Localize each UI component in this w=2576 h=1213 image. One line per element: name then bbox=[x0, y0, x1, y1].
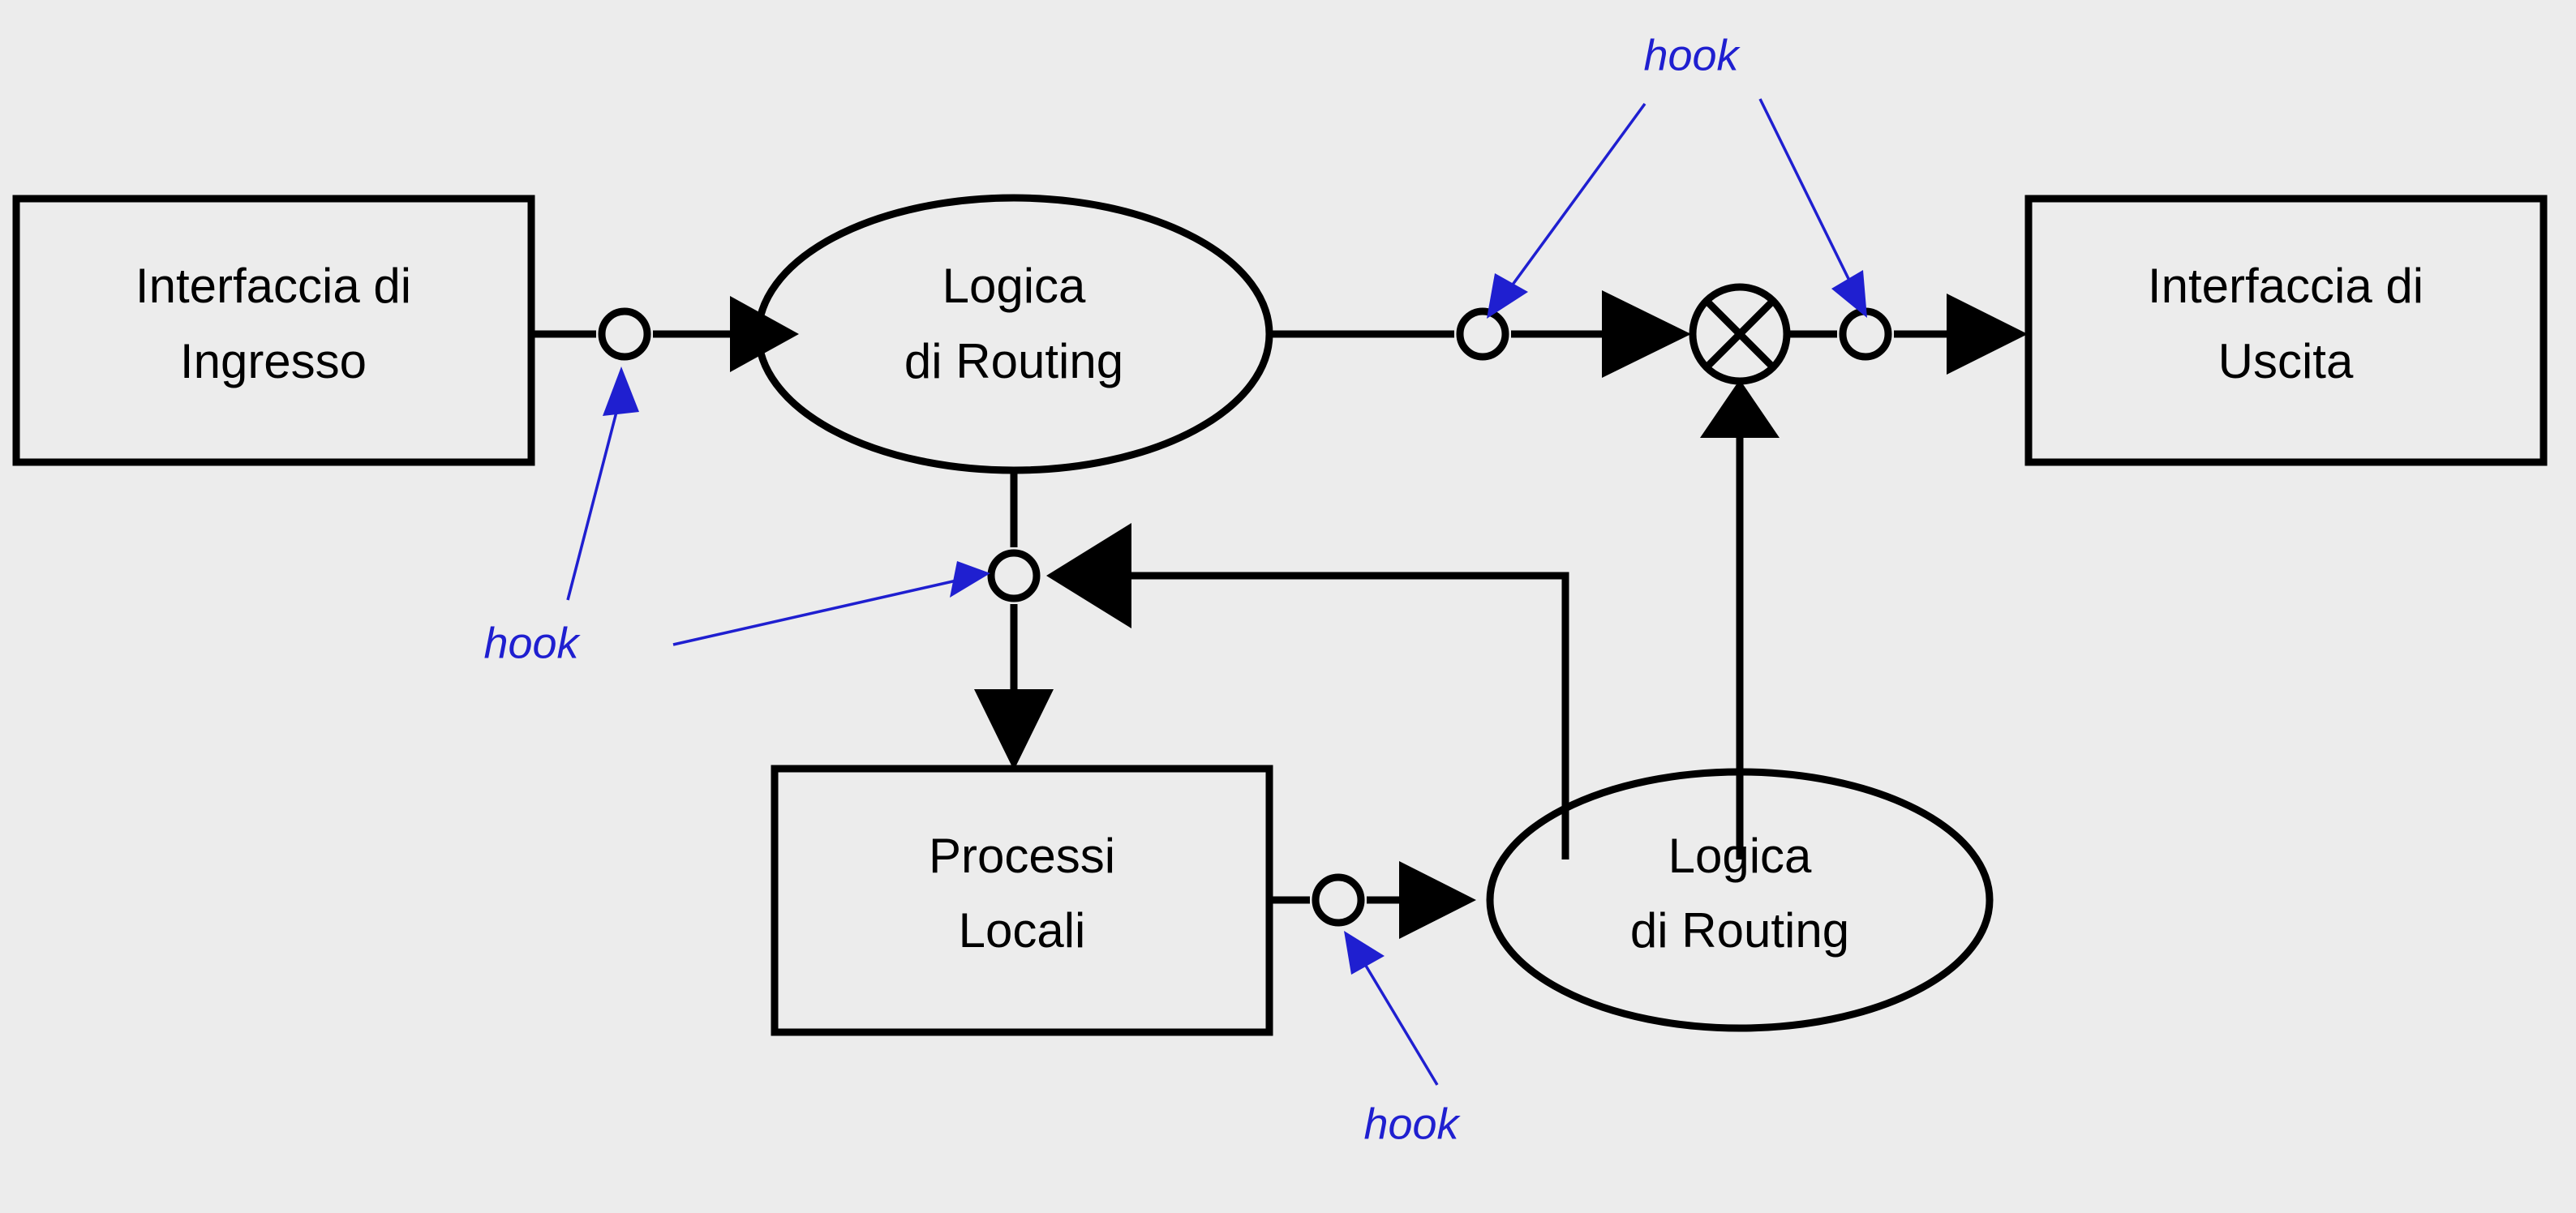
local-processes-label-line2: Locali bbox=[959, 903, 1086, 958]
hook-label-bottom-text: hook bbox=[1363, 1099, 1461, 1148]
node-input-interface[interactable]: Interfaccia di Ingresso bbox=[12, 195, 535, 466]
hook-point-junction[interactable] bbox=[987, 549, 1041, 602]
output-interface-label-line2: Uscita bbox=[2218, 334, 2354, 388]
annotation-hook-top: hook bbox=[1487, 31, 1867, 319]
routing-logic-bottom-label-line2: di Routing bbox=[1630, 903, 1849, 958]
hook-leader-arrowhead-postmerge bbox=[1831, 270, 1867, 318]
hook-point-input-output[interactable] bbox=[598, 307, 651, 361]
routing-logic-top-label-line2: di Routing bbox=[904, 334, 1123, 388]
annotation-hook-bottom: hook bbox=[1344, 931, 1462, 1148]
hook-label-left-text: hook bbox=[483, 619, 581, 667]
node-routing-logic-top[interactable]: Logica di Routing bbox=[754, 194, 1273, 474]
local-processes-label-line1: Processi bbox=[929, 829, 1115, 883]
input-interface-label-line1: Interfaccia di bbox=[135, 259, 411, 313]
output-interface-label-line1: Interfaccia di bbox=[2148, 259, 2424, 313]
edge-hook-to-routing-top bbox=[653, 296, 799, 372]
routing-logic-bottom-label-line1: Logica bbox=[1668, 829, 1812, 883]
hook-point-pre-merge[interactable] bbox=[1456, 307, 1509, 361]
edge-local-hook-to-routing-bottom bbox=[1367, 861, 1476, 939]
hook-point-local-output[interactable] bbox=[1312, 873, 1365, 927]
hook-leader-arrowhead-input bbox=[603, 366, 639, 416]
edge-postmerge-hook-to-output bbox=[1894, 294, 2028, 375]
node-output-interface[interactable]: Interfaccia di Uscita bbox=[2024, 195, 2548, 466]
hook-leader-arrowhead-junction bbox=[950, 561, 990, 598]
hook-label-top-text: hook bbox=[1643, 31, 1741, 79]
edge-junction-to-local-processes bbox=[974, 604, 1054, 770]
input-interface-label-line2: Ingresso bbox=[180, 334, 367, 388]
annotation-hook-left: hook bbox=[483, 366, 990, 667]
edge-premerge-hook-to-merge bbox=[1511, 290, 1691, 378]
routing-logic-top-label-line1: Logica bbox=[942, 259, 1086, 313]
node-merge-crossed-circle[interactable] bbox=[1689, 283, 1791, 385]
edge-routing-bottom-to-merge bbox=[1700, 379, 1780, 859]
hook-point-post-merge[interactable] bbox=[1839, 307, 1892, 361]
edge-feedback-routing-bottom-to-junction bbox=[1046, 523, 1569, 859]
hook-leader-arrowhead-premerge bbox=[1487, 273, 1528, 319]
node-routing-logic-bottom[interactable]: Logica di Routing bbox=[1486, 768, 1994, 1032]
hook-leader-arrowhead-localout bbox=[1344, 931, 1385, 975]
node-local-processes[interactable]: Processi Locali bbox=[771, 765, 1273, 1036]
